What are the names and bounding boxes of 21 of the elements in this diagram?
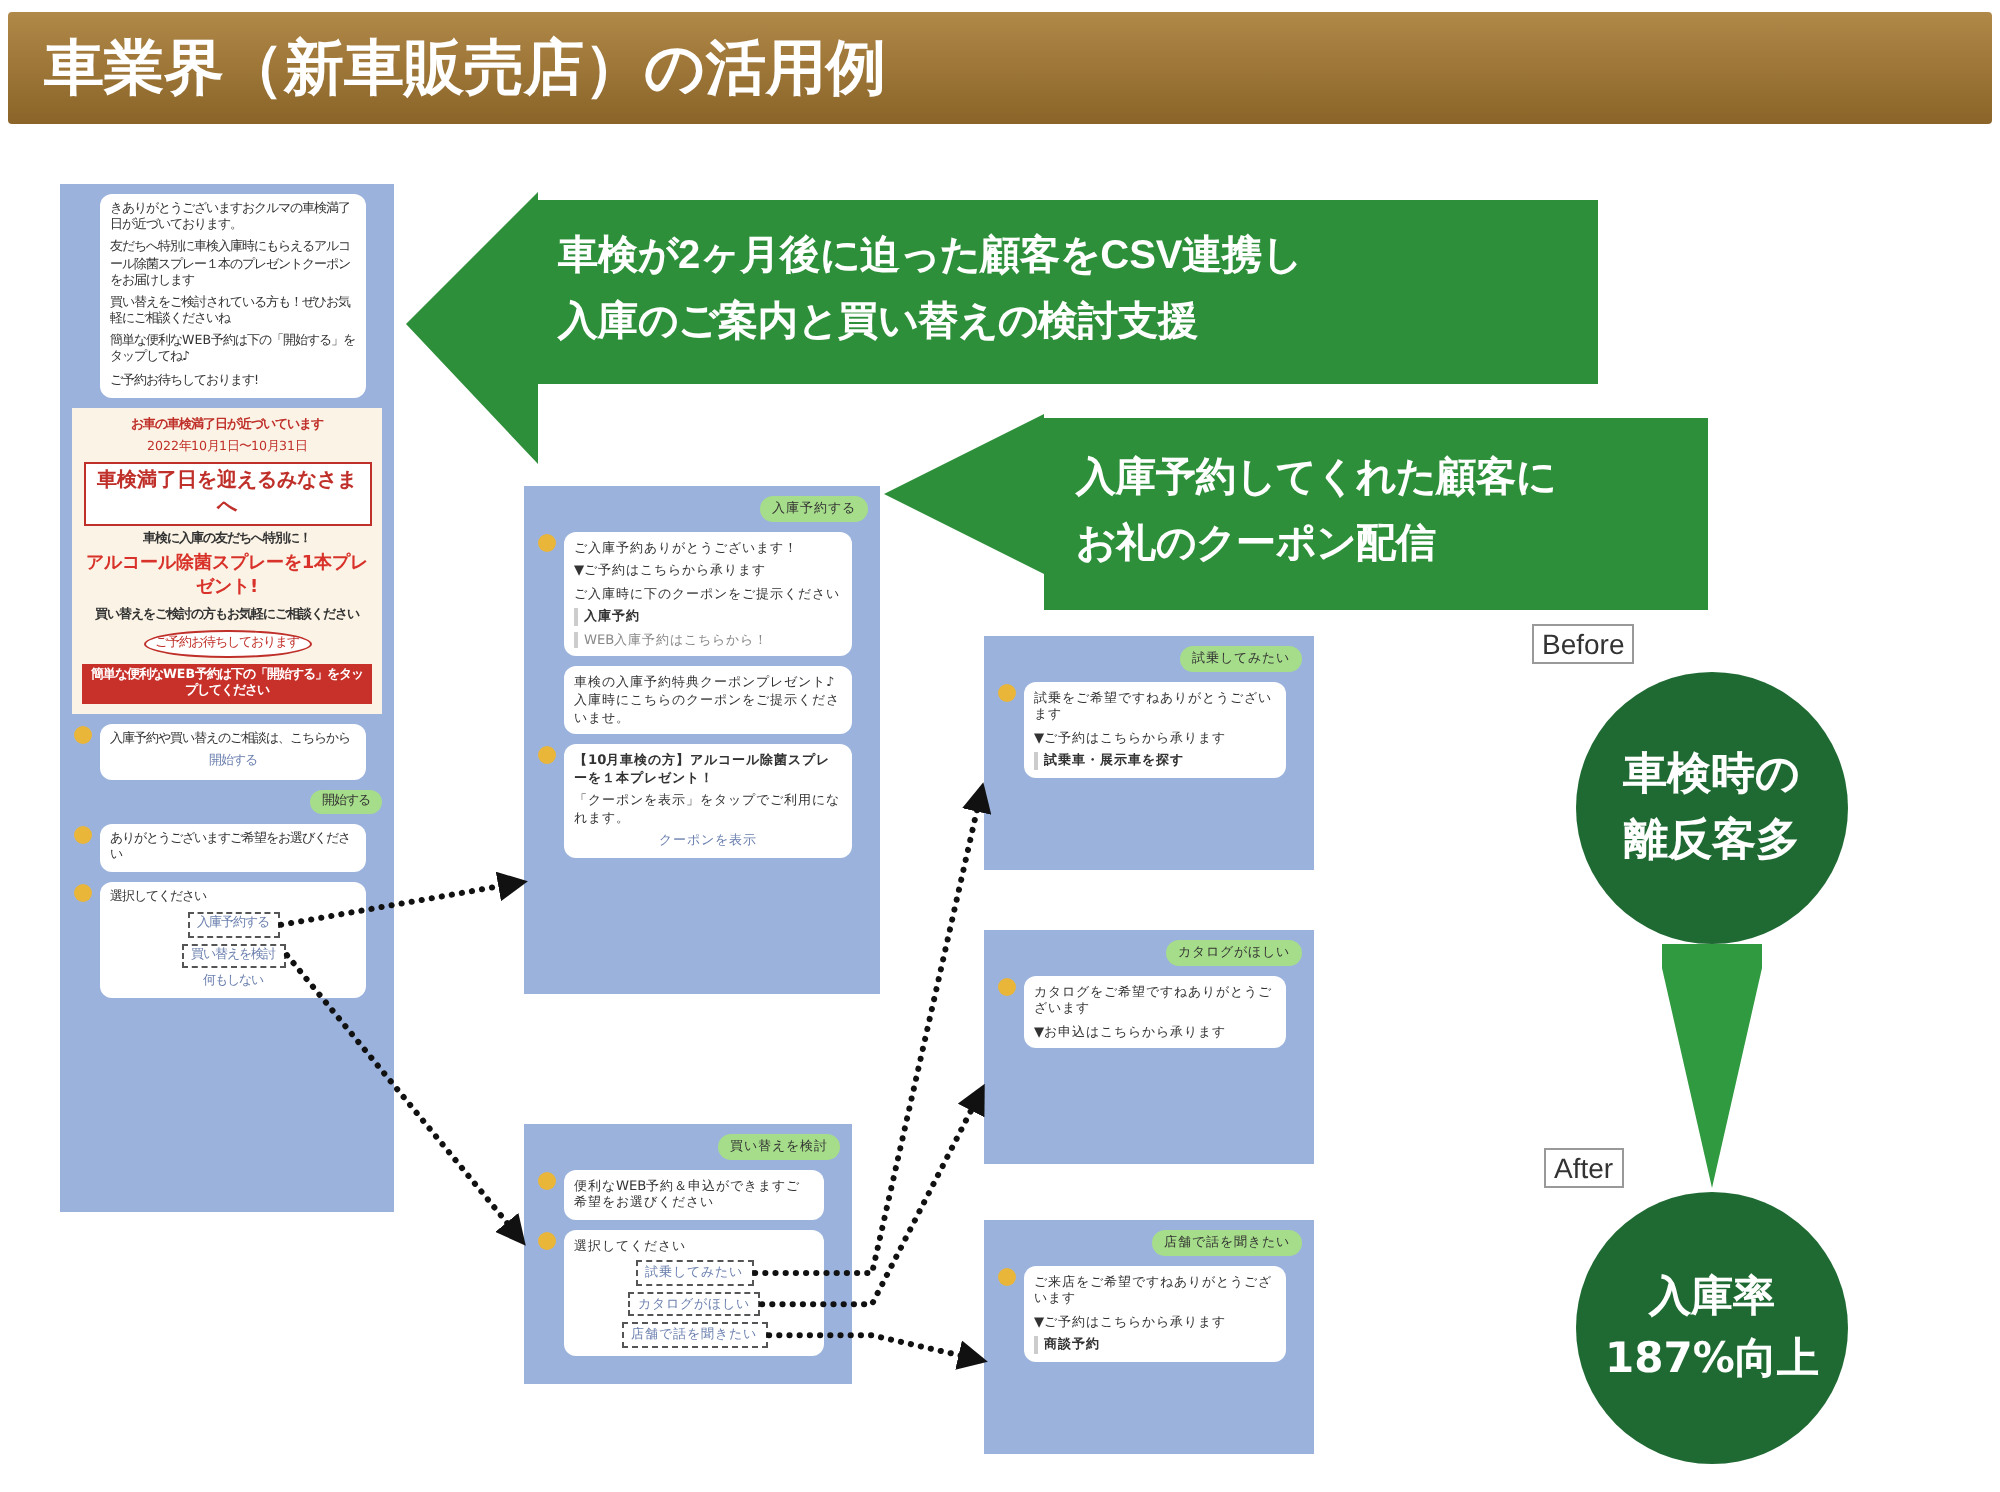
chat-screenshot [984,930,1314,1164]
dotted-arrow [766,1332,988,1370]
circle-text: 車検時の離反客多 [1621,748,1803,870]
dotted-arrow [759,1083,985,1308]
chat-screenshot [524,1124,852,1384]
chat-screenshot [984,1220,1314,1454]
dotted-arrow [752,782,992,1277]
banner-offer: アルコール除菌スプレーを1本プレゼント! [83,554,371,602]
block-arrow [1662,944,1762,1188]
dotted-arrow [278,871,528,928]
tag-label: Before [1532,624,1635,664]
banner-title: 車検満了日を迎えるみなさまへ [83,462,371,527]
chat-screenshot [984,636,1314,870]
tag-label: After [1544,1148,1624,1188]
title-text: 車業界（新車販売店）の活用例 [44,32,886,108]
chat-screenshot [524,486,880,994]
dotted-arrow [284,952,526,1246]
circle-text: 入庫率187%向上 [1603,1269,1821,1386]
callout-text: 車検が2ヶ月後に迫った顧客をCSV連携し入庫のご案内と買い替えの検討支援 [558,231,1305,348]
callout-text: 入庫予約してくれた顧客にお礼のクーポン配信 [1076,453,1558,570]
chat-screenshot [60,184,394,1212]
